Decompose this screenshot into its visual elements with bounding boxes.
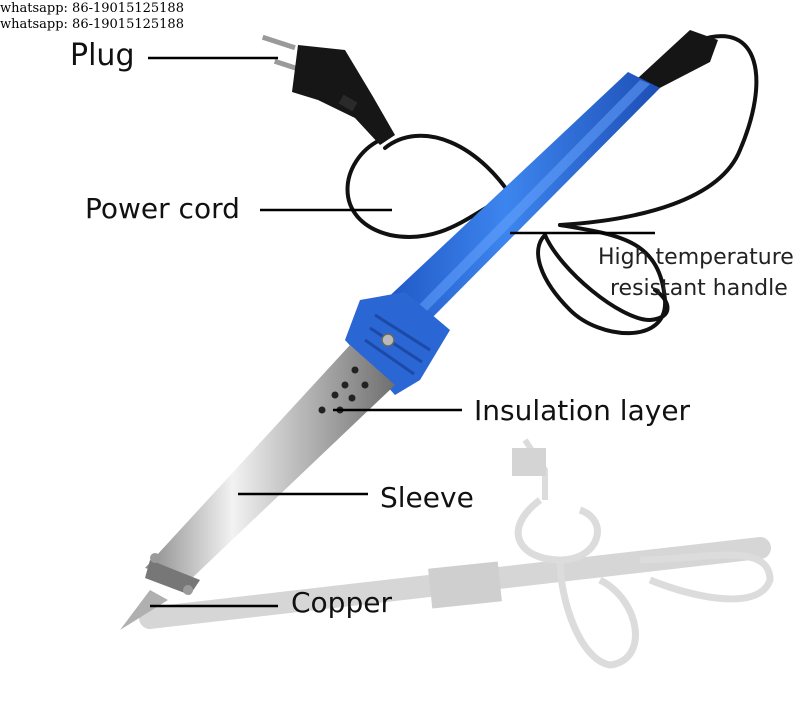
- label-handle-line-2: resistant handle: [610, 276, 788, 301]
- power-cord: [345, 34, 759, 336]
- watermark-line-1: whatsapp: 86-19015125188: [0, 1, 184, 16]
- label-plug: Plug: [70, 38, 135, 73]
- handle: [345, 30, 718, 395]
- label-handle-line-1: High temperature: [598, 245, 794, 270]
- plug: [261, 34, 395, 145]
- metal-sleeve: [120, 345, 395, 630]
- label-sleeve: Sleeve: [380, 481, 474, 514]
- label-power-cord: Power cord: [85, 192, 240, 225]
- callout-lines: [148, 56, 655, 608]
- label-copper: Copper: [291, 586, 392, 619]
- label-insulation-layer: Insulation layer: [474, 394, 691, 427]
- watermark-line-2: whatsapp: 86-19015125188: [0, 17, 184, 32]
